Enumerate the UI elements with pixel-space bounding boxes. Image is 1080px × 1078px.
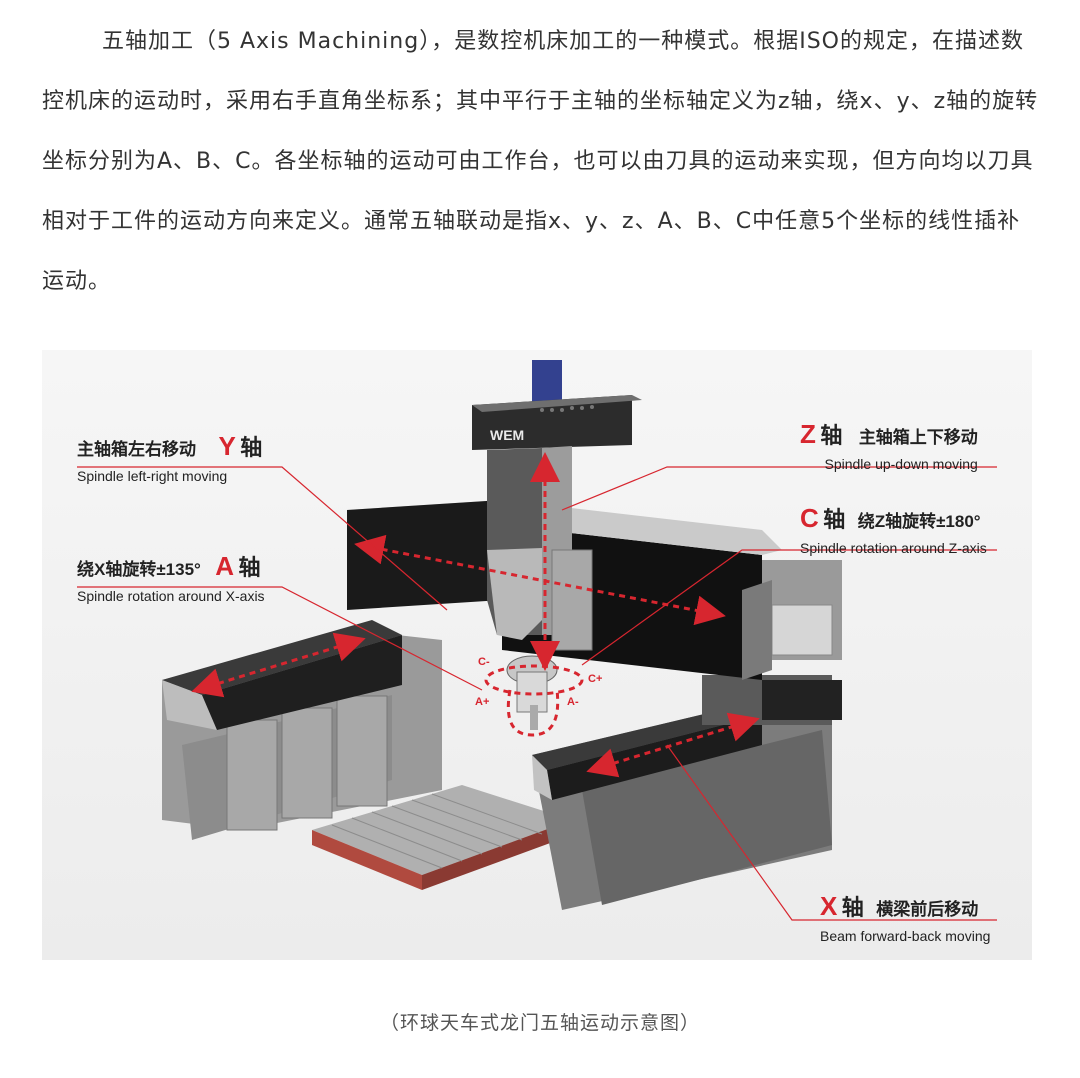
- c-minus-label: C-: [478, 656, 490, 668]
- z-axis-cn: 轴: [820, 423, 842, 448]
- a-axis-cn: 轴: [239, 555, 261, 580]
- a-axis-letter: A: [215, 551, 234, 581]
- c-desc-cn: 绕Z轴旋转±180°: [858, 512, 981, 531]
- a-axis-label: 绕X轴旋转±135° A 轴 Spindle rotation around X…: [77, 550, 265, 604]
- y-desc-en: Spindle left-right moving: [77, 468, 262, 484]
- spindle-motor: [532, 360, 562, 405]
- paragraph-text: 五轴加工（5 Axis Machining），是数控机床加工的一种模式。根据IS…: [42, 29, 1038, 294]
- a-plus-label: A+: [475, 696, 489, 708]
- c-axis-letter: C: [800, 503, 819, 533]
- z-axis-label: Z 轴 主轴箱上下移动 Spindle up-down moving: [800, 418, 978, 472]
- c-axis-cn: 轴: [823, 507, 845, 532]
- z-axis-letter: Z: [800, 419, 816, 449]
- x-axis-letter: X: [820, 891, 837, 921]
- c-axis-label: C 轴 绕Z轴旋转±180° Spindle rotation around Z…: [800, 502, 987, 556]
- x-desc-en: Beam forward-back moving: [820, 928, 990, 944]
- c-plus-label: C+: [588, 673, 602, 685]
- y-axis-cn: 轴: [240, 435, 262, 460]
- y-axis-letter: Y: [218, 431, 235, 461]
- figure-caption: （环球天车式龙门五轴运动示意图）: [0, 1008, 1080, 1035]
- machine-diagram: WEM C- C+: [42, 350, 1032, 960]
- z-desc-cn: 主轴箱上下移动: [859, 428, 978, 447]
- a-desc-en: Spindle rotation around X-axis: [77, 588, 265, 604]
- intro-paragraph: 五轴加工（5 Axis Machining），是数控机床加工的一种模式。根据IS…: [42, 12, 1042, 312]
- c-desc-en: Spindle rotation around Z-axis: [800, 540, 987, 556]
- a-minus-label: A-: [567, 696, 579, 708]
- z-desc-en: Spindle up-down moving: [800, 456, 978, 472]
- a-desc-cn: 绕X轴旋转±135°: [77, 560, 201, 579]
- x-axis-label: X 轴 横梁前后移动 Beam forward-back moving: [820, 890, 990, 944]
- x-axis-cn: 轴: [842, 895, 864, 920]
- brand-logo: WEM: [490, 427, 524, 443]
- y-axis-label: 主轴箱左右移动 Y 轴 Spindle left-right moving: [77, 430, 262, 484]
- x-desc-cn: 横梁前后移动: [876, 900, 978, 919]
- y-desc-cn: 主轴箱左右移动: [77, 440, 196, 459]
